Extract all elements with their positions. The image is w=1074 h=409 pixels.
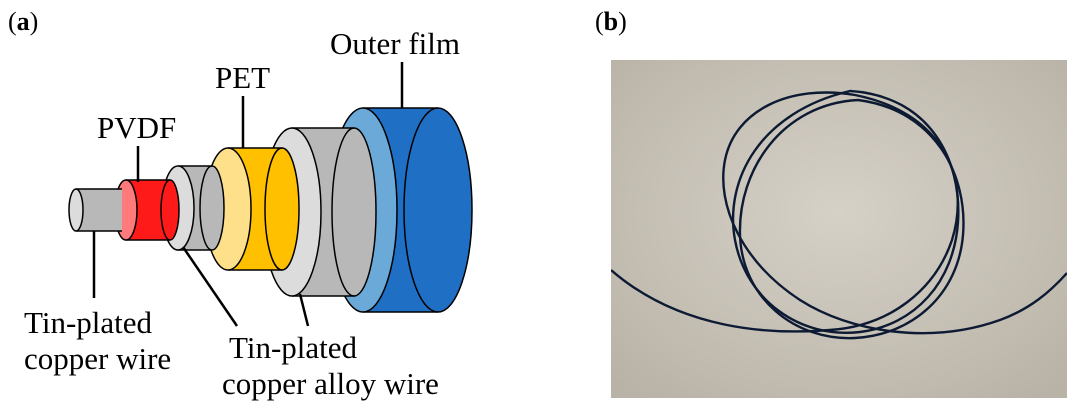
panel-b-label: (b) (595, 7, 627, 36)
alloy-wire-label-line1: Tin-plated (229, 330, 358, 365)
core-wire-label-line2: copper wire (24, 341, 171, 376)
pvdf-label: PVDF (97, 110, 176, 145)
core-wire-face (68, 188, 84, 232)
cable-strand-loop2 (738, 98, 965, 340)
panel-a-label: (a) (8, 7, 38, 36)
inner-alloy-wire-end (199, 165, 225, 251)
outer-film-label: Outer film (330, 26, 460, 61)
panel-a: (a) (8, 7, 473, 401)
coiled-cable (611, 89, 1067, 340)
leader-lines (92, 62, 404, 327)
pvdf-layer (114, 179, 180, 241)
alloy-wire-end (331, 127, 377, 297)
alloy-wire-leader (298, 293, 310, 327)
pet-label: PET (215, 60, 270, 95)
cable-cross-section (68, 107, 473, 313)
core-wire-layer (68, 188, 122, 232)
outer-film-end (403, 107, 473, 313)
panel-b: (b) (595, 7, 1067, 398)
core-wire-label-line1: Tin-plated (24, 305, 153, 340)
cable-photo (611, 60, 1067, 398)
cable-strand-outer (611, 91, 1067, 335)
pvdf-end (160, 179, 180, 241)
inner-alloy-wire-leader (181, 246, 239, 327)
pet-end (264, 147, 300, 271)
photo-background (611, 60, 1067, 398)
alloy-wire-label-line2: copper alloy wire (222, 366, 439, 401)
